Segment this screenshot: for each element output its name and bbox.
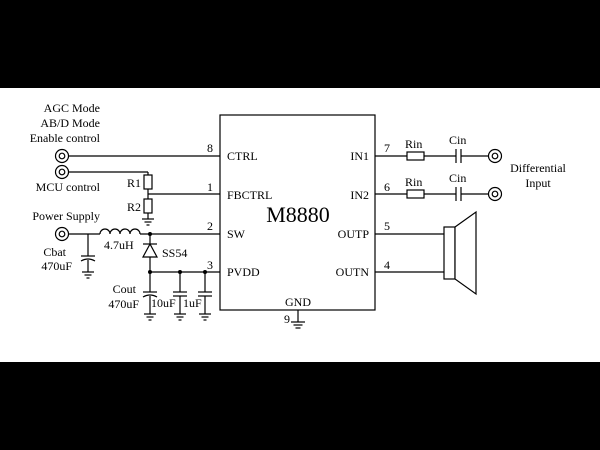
- input-1-circuit: [375, 148, 503, 164]
- pvdd-rail: [142, 270, 220, 321]
- power-input-circuit: [68, 228, 220, 279]
- label-enable-control: Enable control: [30, 131, 101, 145]
- pin-label-fbctrl: FBCTRL: [227, 188, 272, 202]
- label-cbat: Cbat: [43, 245, 66, 259]
- pin-num-5: 5: [384, 219, 390, 233]
- label-differential: Differential: [510, 161, 566, 175]
- pin-label-pvdd: PVDD: [227, 265, 260, 279]
- label-cbat-value: 470uF: [41, 259, 72, 273]
- label-r1: R1: [127, 176, 141, 190]
- pin-num-7: 7: [384, 141, 390, 155]
- inductor-symbol: [99, 228, 141, 235]
- label-inductor: 4.7uH: [104, 238, 134, 252]
- pin-label-ctrl: CTRL: [227, 149, 258, 163]
- input-2-circuit: [375, 186, 503, 202]
- ic-body: [219, 114, 376, 311]
- label-cin-2: Cin: [449, 171, 466, 185]
- feedback-network: [68, 171, 220, 226]
- pin-num-3: 3: [207, 258, 213, 272]
- pin-num-6: 6: [384, 180, 390, 194]
- label-power-supply: Power Supply: [32, 209, 100, 223]
- label-rin-1: Rin: [405, 137, 422, 151]
- label-abd-mode: AB/D Mode: [40, 116, 100, 130]
- pin-num-2: 2: [207, 219, 213, 233]
- label-mcu-control: MCU control: [36, 180, 101, 194]
- terminal-enable: [54, 148, 70, 164]
- label-cout: Cout: [113, 282, 137, 296]
- pin-num-4: 4: [384, 258, 390, 272]
- label-rin-2: Rin: [405, 175, 422, 189]
- diode-ss54: [141, 234, 159, 272]
- label-c1: 1uF: [183, 296, 202, 310]
- pin-label-sw: SW: [227, 227, 246, 241]
- ground-pin: [291, 310, 305, 329]
- pin-label-outn: OUTN: [336, 265, 370, 279]
- label-r2: R2: [127, 200, 141, 214]
- label-c10: 10uF: [151, 296, 176, 310]
- pin-num-1: 1: [207, 180, 213, 194]
- label-diode: SS54: [162, 246, 187, 260]
- label-agc-mode: AGC Mode: [44, 101, 100, 115]
- label-input: Input: [525, 176, 551, 190]
- ic-name: M8880: [266, 202, 330, 227]
- pin-label-in2: IN2: [350, 188, 369, 202]
- pin-num-9: 9: [284, 312, 290, 326]
- terminal-mcu: [54, 164, 70, 180]
- pin-label-in1: IN1: [350, 149, 369, 163]
- pin-label-outp: OUTP: [338, 227, 370, 241]
- speaker-icon: [375, 210, 477, 296]
- label-cout-value: 470uF: [108, 297, 139, 311]
- terminal-power: [54, 226, 70, 242]
- pin-label-gnd: GND: [285, 295, 311, 309]
- pin-num-8: 8: [207, 141, 213, 155]
- label-cin-1: Cin: [449, 133, 466, 147]
